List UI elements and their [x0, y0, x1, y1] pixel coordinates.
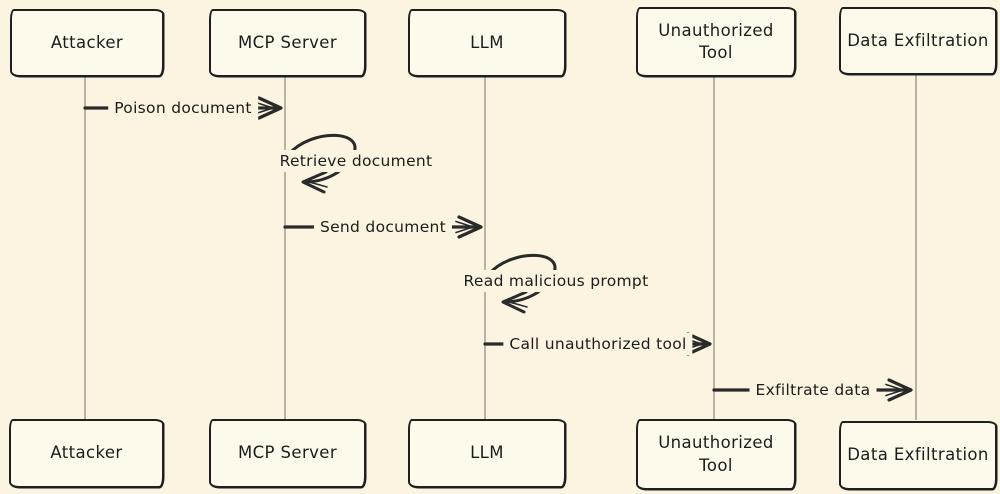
- actor-label: LLM: [470, 32, 504, 52]
- actor-label: Attacker: [50, 32, 124, 52]
- lifelines: [84, 73, 917, 420]
- message-label-retrieve-document: Retrieve document: [273, 150, 439, 172]
- actor-box-data-exfiltration-bottom: Data Exfiltration: [839, 421, 997, 490]
- message-label-exfiltrate-data: Exfiltrate data: [749, 379, 877, 401]
- actor-label: LLM: [470, 443, 504, 463]
- actor-label: Data Exfiltration: [847, 445, 989, 465]
- actor-label: Attacker: [50, 443, 123, 463]
- actor-box-llm-top: LLM: [408, 9, 566, 77]
- message-label-send-document: Send document: [313, 216, 453, 238]
- actor-box-llm-bottom: LLM: [408, 419, 566, 488]
- actor-box-unauthorized-tool-bottom: Unauthorized Tool: [636, 419, 796, 490]
- actor-label: Unauthorized Tool: [658, 20, 774, 62]
- actor-label: MCP Server: [237, 443, 338, 463]
- actor-box-attacker-bottom: Attacker: [9, 419, 164, 488]
- actor-box-data-exfiltration-top: Data Exfiltration: [839, 7, 997, 75]
- actor-label: Unauthorized Tool: [658, 433, 774, 475]
- actor-box-attacker-top: Attacker: [10, 9, 164, 77]
- actor-label: MCP Server: [237, 32, 338, 52]
- actor-box-mcp-server-bottom: MCP Server: [209, 419, 366, 488]
- message-label-read-malicious-prompt: Read malicious prompt: [457, 270, 655, 292]
- actor-box-mcp-server-top: MCP Server: [209, 9, 366, 77]
- message-label-call-unauthorized-tool: Call unauthorized tool: [503, 333, 693, 355]
- actor-box-unauthorized-tool-top: Unauthorized Tool: [636, 7, 796, 77]
- message-label-poison-document: Poison document: [108, 97, 258, 119]
- actor-label: Data Exfiltration: [847, 30, 989, 50]
